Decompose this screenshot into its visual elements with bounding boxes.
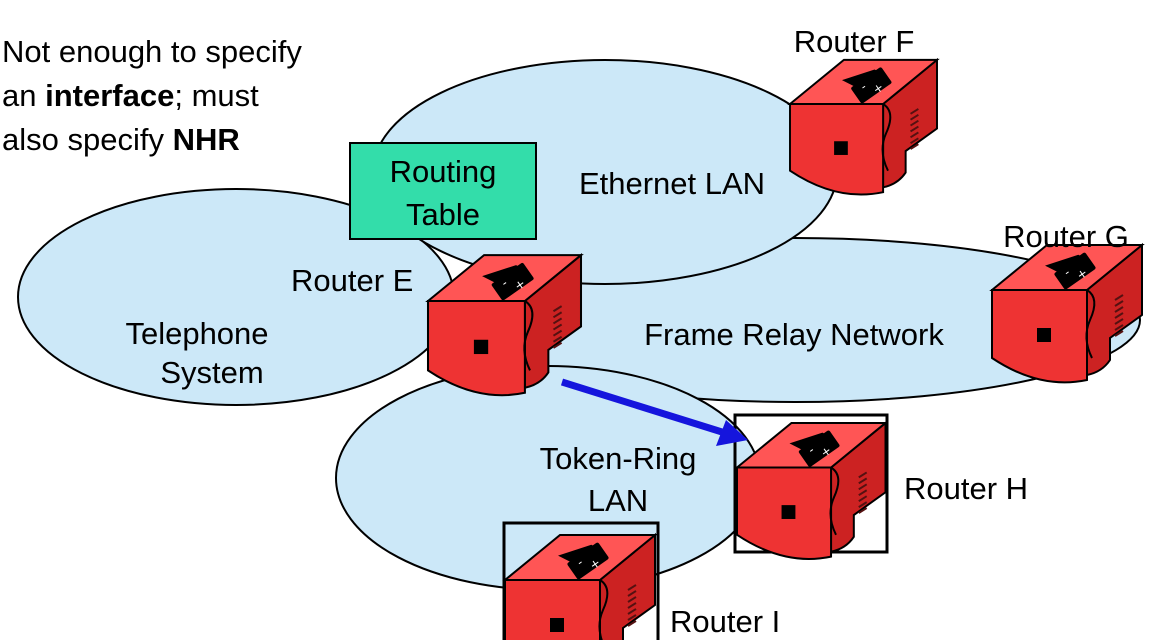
routing-table-line1: Routing — [390, 154, 497, 189]
router-f-label: Router F — [794, 24, 915, 59]
router-i-label: Router I — [670, 604, 780, 639]
next-hop-arrow — [560, 378, 724, 436]
nhr-explanation-note: Not enough to specify an interface; must… — [2, 30, 382, 162]
routing-table-line2: Table — [406, 197, 480, 232]
frame-relay-label: Frame Relay Network — [644, 317, 944, 352]
routing-table-box — [349, 142, 537, 240]
note-line-1: Not enough to specify — [2, 34, 302, 69]
telephone-system-label-line2: System — [160, 355, 263, 390]
ethernet-lan-label: Ethernet LAN — [579, 166, 765, 201]
router-g-label: Router G — [1003, 219, 1129, 254]
router-f-icon — [789, 58, 938, 196]
interface-term: interface — [45, 78, 175, 113]
nhr-term: NHR — [172, 122, 240, 157]
note-line-3: also specify NHR — [2, 122, 240, 157]
router-h-icon — [736, 421, 887, 560]
telephone-system-label-line1: Telephone — [125, 316, 268, 351]
router-h-label: Router H — [904, 471, 1028, 506]
token-ring-label-line2: LAN — [588, 483, 648, 518]
router-e-label: Router E — [291, 263, 413, 298]
next-hop-arrow-head — [716, 420, 748, 446]
token-ring-label-line1: Token-Ring — [540, 441, 697, 476]
note-line-2: an interface; must — [2, 78, 259, 113]
